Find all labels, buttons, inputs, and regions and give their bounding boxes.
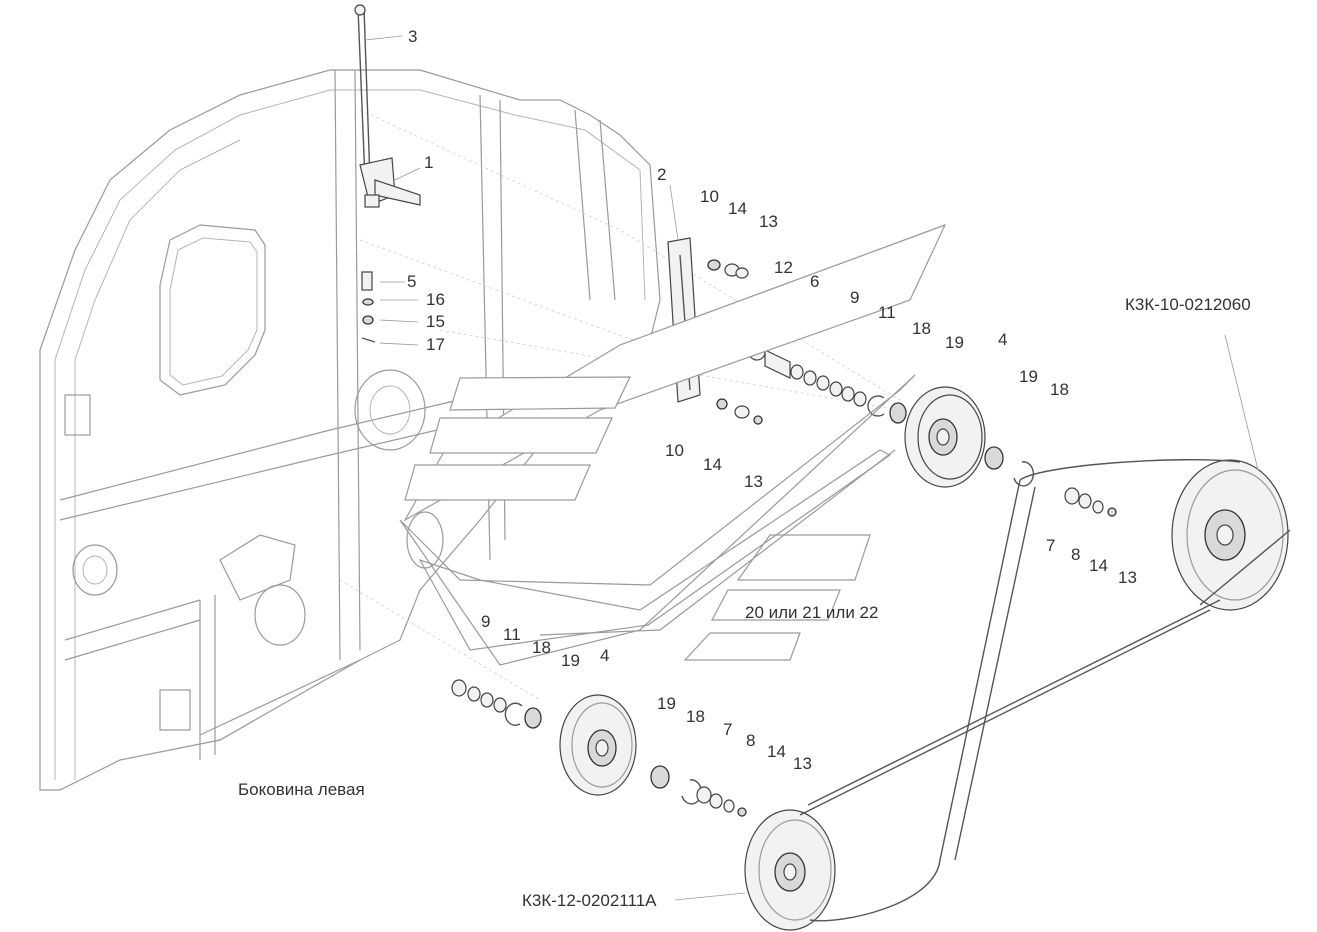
callout-19-lower: 19 <box>561 651 580 670</box>
callout-20-21-22: 20 или 21 или 22 <box>745 603 878 622</box>
upper-bearing-ring <box>984 446 1035 487</box>
callout-10: 10 <box>700 187 719 206</box>
callout-18-right: 18 <box>1050 380 1069 399</box>
callout-8-right: 8 <box>1071 545 1080 564</box>
part-3-rod <box>354 4 371 181</box>
callout-19: 19 <box>945 333 964 352</box>
lower-hardware-19-18-7-8-14-13 <box>650 765 747 817</box>
callout-15: 15 <box>426 312 445 331</box>
part-number-k3k-12-0202111a: К3К-12-0202111А <box>522 891 657 910</box>
callout-16: 16 <box>426 290 445 309</box>
bottom-pulley <box>744 809 836 931</box>
hardware-middle-10-14-13 <box>716 398 763 425</box>
hardware-upper-10-14-13 <box>707 259 749 279</box>
callout-12: 12 <box>774 258 793 277</box>
callout-labels: 3 1 2 10 14 13 12 6 5 16 15 17 9 11 18 1… <box>238 27 1251 910</box>
callout-3: 3 <box>408 27 417 46</box>
lower-pulley <box>559 694 637 796</box>
callout-9-lower: 9 <box>481 612 490 631</box>
callout-11-lower: 11 <box>503 625 521 644</box>
left-side-panel <box>39 69 901 791</box>
leader-lines <box>364 35 1259 901</box>
callout-13-bottom: 13 <box>793 754 812 773</box>
callout-14-right: 14 <box>1089 556 1108 575</box>
callout-13-right: 13 <box>1118 568 1137 587</box>
callout-7-right: 7 <box>1046 536 1055 555</box>
callout-9: 9 <box>850 288 859 307</box>
belt-guard-panels <box>399 223 947 666</box>
callout-8-bottom: 8 <box>746 731 755 750</box>
callout-13: 13 <box>759 212 778 231</box>
side-panel-label: Боковина левая <box>238 780 365 799</box>
callout-11: 11 <box>878 303 896 322</box>
callout-18-bottom: 18 <box>686 707 705 726</box>
belt <box>799 459 1291 922</box>
callout-14-bottom: 14 <box>767 742 786 761</box>
callout-4-lower: 4 <box>600 646 609 665</box>
callout-2: 2 <box>657 165 666 184</box>
callout-13-middle: 13 <box>744 472 763 491</box>
callout-1: 1 <box>424 153 433 172</box>
callout-14: 14 <box>728 199 747 218</box>
callout-18: 18 <box>912 319 931 338</box>
callout-18-lower: 18 <box>532 638 551 657</box>
callout-7-bottom: 7 <box>723 720 732 739</box>
callout-5: 5 <box>407 272 416 291</box>
callout-14-middle: 14 <box>703 455 722 474</box>
callout-10-middle: 10 <box>665 441 684 460</box>
right-hardware-7-8-14-13 <box>1064 487 1117 517</box>
part-number-k3k-10-0212060: К3К-10-0212060 <box>1125 295 1251 314</box>
part-1-bracket <box>359 157 421 208</box>
parts-5-15-16-17 <box>361 271 376 343</box>
callout-17: 17 <box>426 335 445 354</box>
callout-19-bottom: 19 <box>657 694 676 713</box>
callout-19-right: 19 <box>1019 367 1038 386</box>
callout-6: 6 <box>810 272 819 291</box>
lower-stack-9-11-18-19 <box>451 679 542 729</box>
upper-pulley <box>904 386 986 488</box>
right-large-pulley <box>1171 459 1289 611</box>
callout-4: 4 <box>998 330 1007 349</box>
